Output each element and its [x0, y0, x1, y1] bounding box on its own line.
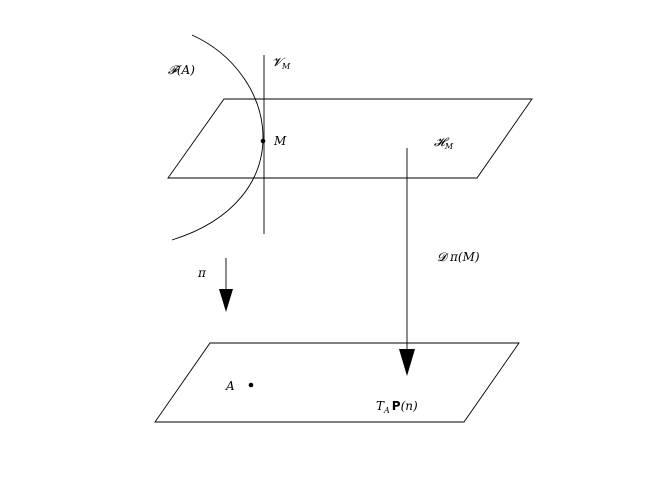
tangent-label-sub: A [383, 406, 390, 415]
derivative-label: 𝓓 π(M) [437, 250, 480, 264]
fiber-label: 𝓕(A) [168, 63, 195, 77]
tangent-label-n: (n) [401, 399, 418, 413]
point-A-dot [248, 382, 254, 388]
horizontal-label-sub: M [444, 142, 454, 151]
point-M-label: M [273, 134, 287, 148]
pi-label: π [197, 266, 207, 280]
point-M-dot [260, 138, 266, 144]
pi-arrowhead [219, 289, 233, 312]
upper-plane [167, 98, 533, 179]
fiber-curve [171, 34, 264, 241]
tangent-label-P: P [392, 399, 401, 413]
vertical-label-sub: M [281, 62, 291, 71]
vertical-label: 𝓥M [272, 55, 291, 71]
derivative-arrowhead [399, 349, 415, 376]
tangent-label-T: T [376, 399, 385, 413]
horizontal-label: 𝓗M [434, 135, 454, 151]
point-A-label: A [225, 379, 235, 393]
lower-plane [154, 342, 520, 423]
